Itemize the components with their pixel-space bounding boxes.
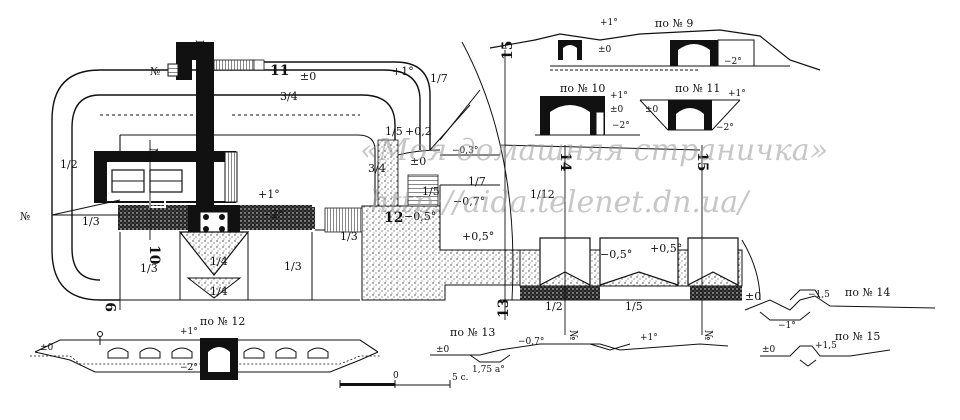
label-n-rot: № — [147, 148, 160, 158]
label-frac13-d: 1/3 — [284, 260, 302, 273]
label-minus07-a: −0,7° — [453, 195, 485, 208]
label-frac17-b: 1/7 — [468, 175, 486, 188]
label-minus05-a: −0,5° — [404, 210, 436, 223]
title-no12: по № 12 — [200, 315, 245, 328]
label-n13-rot: № — [567, 330, 580, 340]
label-pm0-a: ±0 — [300, 70, 316, 83]
title-no14: по № 14 — [845, 286, 890, 299]
label-plus1-p9: +1° — [600, 18, 618, 28]
label-minus07-p13: −0,7° — [518, 337, 544, 347]
approach-slope — [397, 41, 701, 301]
label-minus03: −0,3° — [452, 146, 478, 156]
title-no9: по № 9 — [655, 17, 693, 30]
label-plus02: +0,2 — [405, 125, 432, 138]
label-plus1-b: +1° — [258, 188, 280, 201]
rampart-band — [118, 205, 315, 230]
title-no10: по № 10 — [560, 82, 605, 95]
label-frac13-a: 1/3 — [82, 215, 100, 228]
profile-12 — [30, 331, 380, 380]
label-n-prefix-a: № — [150, 65, 160, 78]
profile-11 — [639, 99, 741, 131]
label-plus05-b: +0,5° — [650, 242, 682, 255]
label-minus2-p11: −2° — [716, 123, 734, 133]
label-13-rot: 13 — [496, 299, 512, 318]
label-plus1-a: +1° — [392, 65, 414, 78]
label-plus1-p13: +1° — [640, 333, 658, 343]
label-frac14-b: 1/4 — [210, 285, 228, 298]
ditch-wedge — [178, 231, 250, 299]
embrasure-row — [107, 347, 329, 359]
label-minus2-p12: −2° — [180, 363, 198, 373]
label-15-rot: 15 — [500, 41, 516, 60]
label-plus1-p12: +1° — [180, 327, 198, 337]
title-no15: по № 15 — [835, 330, 880, 343]
label-n9-top: № — [193, 40, 206, 50]
label-plus1-p11: +1° — [728, 89, 746, 99]
label-pm0-p15: ±0 — [762, 345, 776, 355]
profile-10 — [535, 96, 640, 136]
label-pm0-p9: ±0 — [598, 45, 612, 55]
glacis-road — [324, 139, 521, 301]
label-frac15-a: 1/5 — [385, 125, 403, 138]
label-frac15-b: 1/5 — [422, 185, 440, 198]
rotated-section-labels: № № 10 9 15 14 15 13 № № — [104, 40, 715, 340]
label-frac34-a: 3/4 — [280, 90, 298, 103]
label-frac13-c: 1/3 — [140, 262, 158, 275]
outer-enclosure — [51, 61, 431, 301]
label-n-prefix-b: № — [20, 210, 30, 223]
label-pm0-c: ±0 — [745, 290, 761, 303]
label-10-rot: 10 — [146, 245, 162, 265]
profile-9 — [489, 29, 821, 71]
label-depth175: 1,75 а° — [472, 365, 505, 375]
section-lines — [119, 50, 703, 335]
watermark: «Моя домашняя страничка» http://aida.tel… — [360, 133, 828, 220]
label-frac13-b: 1/3 — [340, 230, 358, 243]
label-minus2-p9: −2° — [724, 57, 742, 67]
caponier-building — [94, 151, 238, 203]
plan-labels: № 11 ±0 +1° 3/4 1/7 1/2 1/5 3/4 +0,2 ±0 … — [20, 63, 761, 313]
scale-label-5: 5 с. — [452, 373, 469, 383]
label-14-rot: 14 — [557, 152, 573, 172]
label-plus15: +1,5 — [815, 341, 837, 351]
label-plus1-p10: +1° — [610, 91, 628, 101]
label-frac17-a: 1/7 — [430, 72, 448, 85]
label-frac15-c: 1/5 — [625, 300, 643, 313]
title-no11: по № 11 — [675, 82, 720, 95]
scale-bar — [339, 380, 451, 388]
label-pm0-p10: ±0 — [610, 105, 624, 115]
label-minus1: −1° — [778, 321, 796, 331]
label-pm0-b: ±0 — [410, 155, 426, 168]
label-15b-rot: 15 — [694, 152, 710, 171]
label-frac14-a: 1/4 — [210, 255, 228, 268]
title-no13: по № 13 — [450, 326, 495, 339]
label-plus05-a: +0,5° — [462, 230, 494, 243]
profile-13 — [430, 343, 729, 363]
label-9-rot: 9 — [104, 302, 120, 312]
label-minus2-a: −2° — [262, 208, 284, 221]
profile-14 — [744, 289, 936, 321]
watermark-line-1: «Моя домашняя страничка» — [360, 133, 828, 168]
label-pm0-p13: ±0 — [436, 345, 450, 355]
label-minus2-p10: −2° — [612, 121, 630, 131]
label-minus05-b: −0,5° — [600, 248, 632, 261]
label-frac112: 1/12 — [530, 188, 555, 201]
label-pm0-p11: ±0 — [645, 105, 659, 115]
watermark-line-2: http://aida.telenet.dn.ua/ — [370, 185, 751, 220]
label-frac12: 1/2 — [60, 158, 78, 171]
label-n14-rot: № — [702, 330, 715, 340]
label-pm0-p12: ±0 — [40, 343, 54, 353]
label-frac12-b: 1/2 — [545, 300, 563, 313]
label-minus15: −1,5 — [808, 290, 830, 300]
label-11: 11 — [270, 63, 289, 79]
scale-label-0: 0 — [393, 371, 399, 381]
profile-labels: по № 9 +1° ±0 −2° по № 10 +1° ±0 −2° по … — [40, 17, 890, 383]
profile-15 — [760, 345, 891, 367]
label-frac34-b: 3/4 — [368, 162, 386, 175]
main-gallery — [167, 42, 265, 207]
label-12: 12 — [384, 210, 403, 226]
